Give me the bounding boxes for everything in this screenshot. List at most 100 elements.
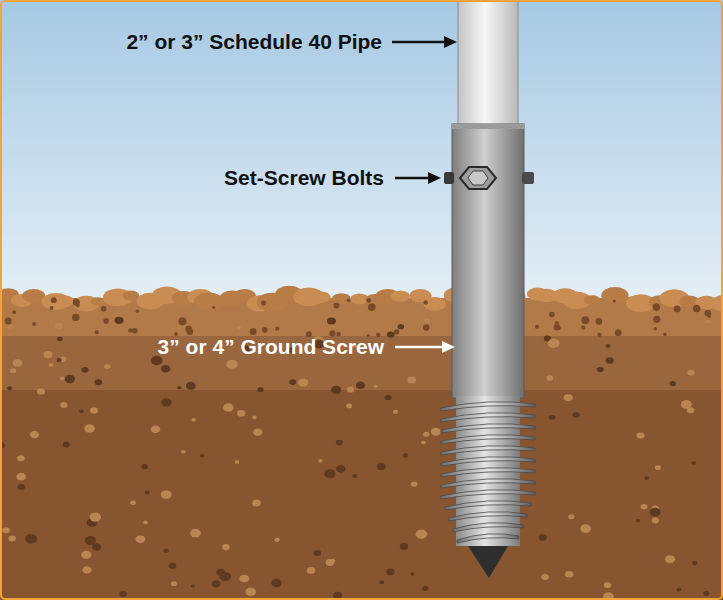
thread-ridge <box>441 402 535 411</box>
surface-rock <box>423 297 446 311</box>
pebble <box>692 461 696 464</box>
pebble <box>289 379 296 385</box>
soil-speck <box>5 318 12 325</box>
pebble <box>239 575 249 583</box>
soil-speck <box>596 318 603 325</box>
soil-speck <box>51 297 57 303</box>
pebble <box>151 426 160 434</box>
pebble <box>85 536 96 545</box>
surface-rock <box>584 295 600 305</box>
pebble <box>580 524 591 533</box>
thread-ridge <box>441 457 535 466</box>
pebble <box>398 324 405 329</box>
thread-ridge <box>441 468 535 477</box>
pebble <box>169 563 177 569</box>
soil-speck <box>368 303 376 311</box>
pebble <box>223 403 234 412</box>
pebble <box>252 415 257 419</box>
pebble <box>387 332 395 338</box>
pebble <box>565 571 573 578</box>
soil-speck <box>693 305 701 313</box>
soil-speck <box>212 306 215 309</box>
pebble <box>298 378 308 386</box>
pebble <box>422 586 428 591</box>
soil-speck <box>653 316 660 323</box>
pebble <box>130 501 136 506</box>
pebble <box>191 584 195 587</box>
pebble <box>161 398 171 406</box>
soil-speck <box>554 324 560 330</box>
pebble <box>670 381 676 386</box>
pebble <box>377 463 386 470</box>
thread-ridge <box>453 523 523 532</box>
soil-speck <box>262 327 268 333</box>
thread-ridge <box>441 490 535 499</box>
soil-speck <box>12 310 16 314</box>
pebble <box>18 484 26 490</box>
pebble <box>226 360 237 369</box>
pebble <box>568 514 574 519</box>
soil-speck <box>136 310 139 313</box>
pebble <box>81 551 91 559</box>
pebble <box>424 319 430 324</box>
pebble <box>271 579 281 587</box>
pebble <box>63 442 70 448</box>
pebble <box>90 407 98 413</box>
pebble <box>164 549 169 553</box>
soil-speck <box>663 333 666 336</box>
pebble <box>407 376 416 383</box>
soil-speck <box>347 298 351 302</box>
soil-speck <box>101 306 107 312</box>
pebble <box>314 550 322 556</box>
pebble <box>141 464 148 469</box>
pebble <box>119 591 127 597</box>
part-label: 2” or 3” Schedule 40 Pipe <box>126 30 382 54</box>
pebble <box>17 455 25 461</box>
pebble <box>191 418 196 422</box>
pebble <box>539 534 547 540</box>
pebble <box>49 363 54 367</box>
pebble <box>235 460 240 464</box>
pebble <box>219 572 231 581</box>
pebble <box>703 591 709 596</box>
pebble <box>687 370 694 376</box>
pebble <box>115 317 124 324</box>
soil-speck <box>132 328 138 334</box>
thread-ridge <box>457 534 519 543</box>
pebble <box>318 459 323 463</box>
pebble <box>57 337 62 341</box>
leader-arrows <box>392 36 457 353</box>
soil-speck <box>654 327 657 330</box>
soil-speck <box>50 306 54 310</box>
surface-rock <box>332 293 351 304</box>
pebble <box>336 465 345 473</box>
pebble <box>650 508 661 517</box>
pebble <box>57 358 62 362</box>
pebble <box>252 500 261 507</box>
pebble <box>143 521 148 525</box>
pebble <box>431 428 441 436</box>
soil-speck <box>613 300 616 303</box>
surface-rock <box>194 293 225 311</box>
pebble <box>190 529 201 538</box>
pebble <box>171 581 177 586</box>
part-label: Set-Screw Bolts <box>224 166 384 190</box>
pebble <box>145 490 150 494</box>
pebble <box>81 367 88 373</box>
soil-speck <box>597 333 601 337</box>
pebble <box>136 535 146 543</box>
soil-speck <box>187 328 194 335</box>
pebble <box>385 395 392 400</box>
soil-speck <box>557 326 561 330</box>
soil-speck <box>250 328 257 335</box>
pebble <box>79 409 84 413</box>
pebble <box>386 569 394 576</box>
pebble <box>346 404 352 409</box>
pebble <box>606 344 611 348</box>
pebble <box>237 410 245 417</box>
pebble <box>92 543 101 550</box>
set-screw-bolts <box>444 167 534 189</box>
pebble <box>411 481 418 486</box>
surface-rocks <box>0 286 723 338</box>
